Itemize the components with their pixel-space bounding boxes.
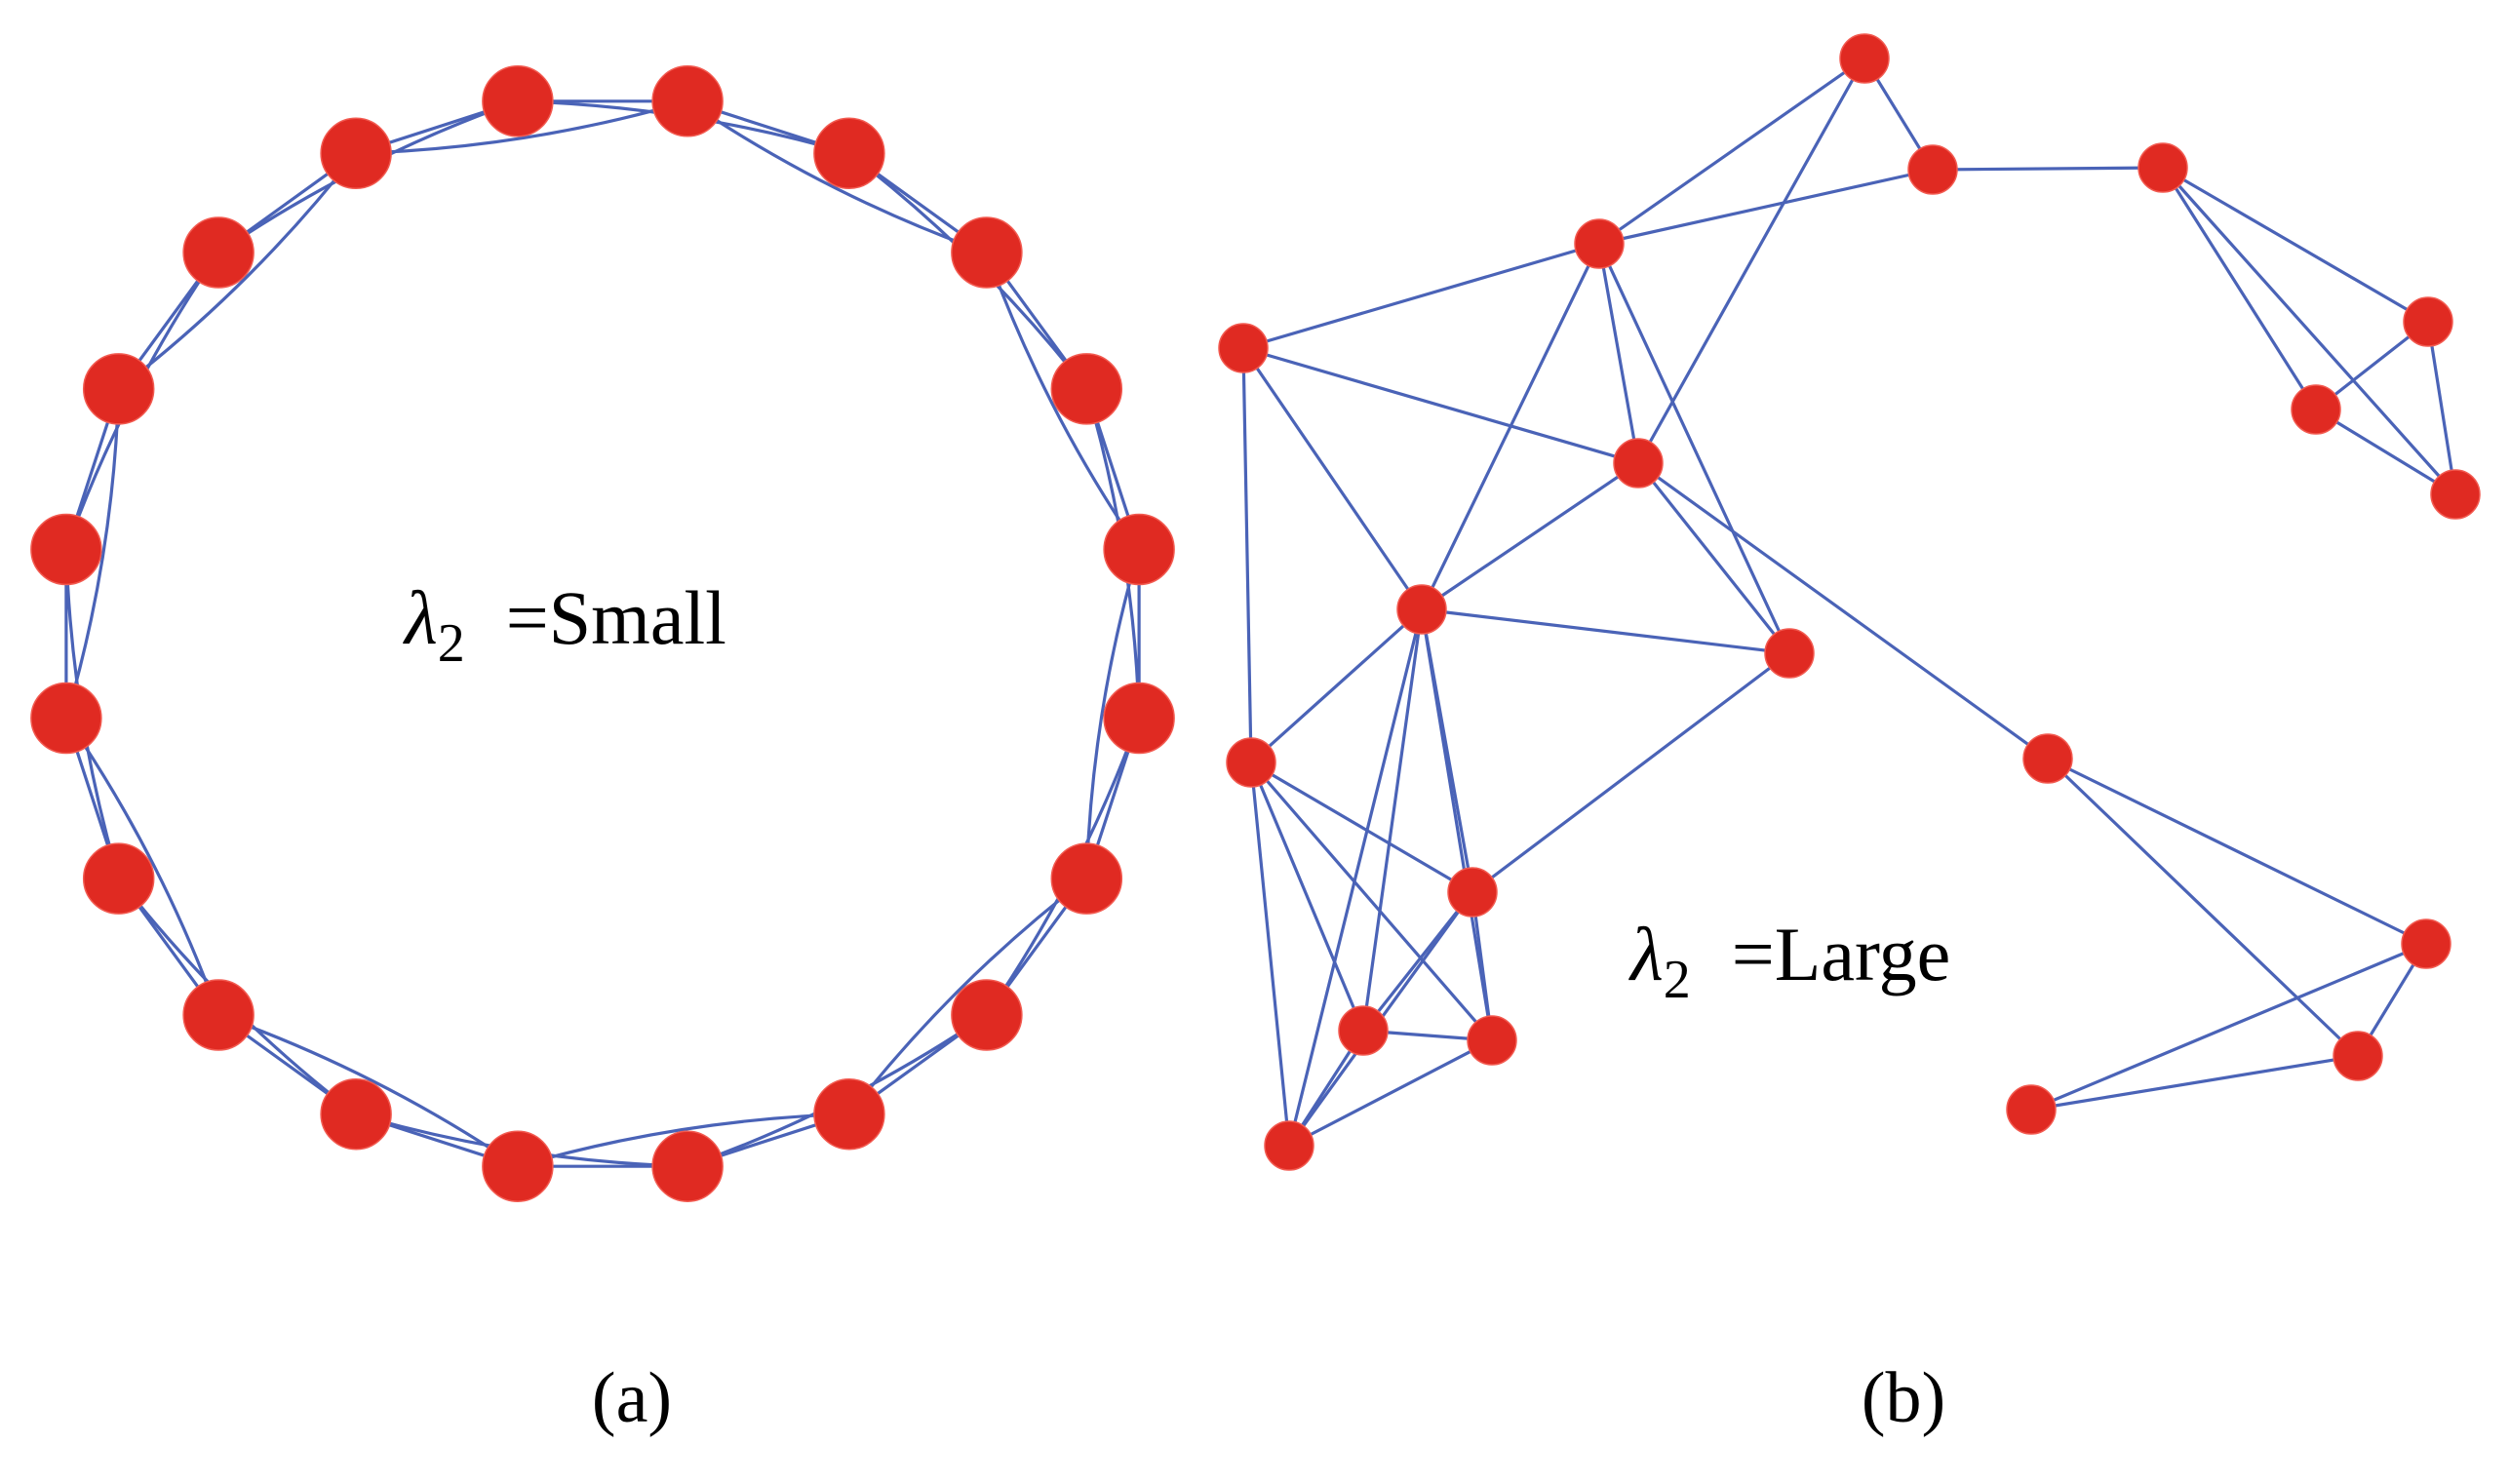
- panel-b-annotation-text: =Large: [1732, 912, 1950, 996]
- graph-edge: [2426, 320, 2457, 496]
- graph-edge: [1636, 461, 1791, 655]
- graph-edge: [1420, 607, 1791, 655]
- panel-b-nodes: [1218, 33, 2481, 1171]
- panel-a-lambda-subscript: 2: [438, 613, 465, 674]
- graph-edge: [2161, 166, 2430, 324]
- graph-node: [1338, 1005, 1389, 1056]
- graph-node: [1613, 438, 1664, 488]
- graph-edge: [1636, 57, 1866, 465]
- ring-node: [82, 842, 155, 915]
- ring-edge-second-neighbor: [216, 1013, 520, 1168]
- graph-edge: [1471, 651, 1791, 894]
- graph-edge: [1597, 242, 1791, 655]
- ring-node: [1050, 842, 1123, 915]
- ring-edge-second-neighbor: [117, 151, 358, 391]
- graph-edge: [1597, 57, 1866, 246]
- ring-edge-second-neighbor: [354, 99, 689, 155]
- ring-node: [813, 117, 885, 190]
- panel-b-random-graph: [1218, 33, 2481, 1171]
- graph-edge: [1287, 1038, 1494, 1148]
- graph-node: [1467, 1015, 1517, 1066]
- ring-edge-second-neighbor: [64, 716, 220, 1017]
- ring-node: [182, 216, 255, 289]
- ring-node: [651, 1130, 724, 1202]
- graph-edge: [2029, 942, 2428, 1112]
- ring-node: [320, 1077, 392, 1151]
- graph-node: [2291, 384, 2341, 435]
- ring-edge-second-neighbor: [985, 251, 1141, 552]
- graph-edge: [1597, 168, 1935, 246]
- graph-node: [2022, 733, 2073, 784]
- ring-edge-second-neighbor: [686, 99, 989, 254]
- ring-node: [82, 353, 155, 425]
- graph-edge: [1241, 242, 1601, 350]
- graph-node: [1218, 323, 1269, 373]
- panel-a-label: (a): [592, 1358, 672, 1438]
- graph-edge: [1287, 607, 1424, 1148]
- ring-node: [813, 1077, 885, 1151]
- graph-edge: [2161, 166, 2318, 411]
- ring-edge-second-neighbor: [516, 1113, 851, 1168]
- graph-edge: [1249, 761, 1474, 894]
- graph-edge: [2314, 408, 2457, 496]
- ring-node: [951, 216, 1023, 289]
- graph-node: [2137, 142, 2188, 193]
- ring-node: [1103, 513, 1175, 586]
- graph-edge: [1249, 607, 1424, 764]
- panel-b-lambda-subscript: 2: [1664, 950, 1691, 1010]
- graph-node: [2430, 469, 2481, 520]
- graph-edge: [1420, 607, 1474, 894]
- ring-node: [30, 513, 102, 586]
- panel-a-annotation: λ2 =Small: [403, 575, 726, 674]
- panel-b-lambda-symbol: λ: [1628, 912, 1664, 996]
- graph-edge: [1361, 607, 1424, 1033]
- ring-node: [651, 65, 724, 137]
- graph-edge: [1241, 346, 1424, 611]
- ring-node: [951, 979, 1023, 1051]
- graph-node: [1447, 867, 1498, 918]
- ring-node: [482, 65, 554, 137]
- graph-node: [1574, 218, 1625, 269]
- graph-edge: [2046, 757, 2360, 1058]
- panel-b-annotation: λ2 =Large: [1628, 912, 1950, 1010]
- graph-node: [2401, 918, 2451, 969]
- graph-edge: [1249, 761, 1365, 1033]
- ring-node: [320, 117, 392, 190]
- graph-edge: [1249, 761, 1291, 1148]
- graph-edge: [1597, 242, 1640, 465]
- graph-node: [2403, 296, 2453, 347]
- graph-node: [1839, 33, 1890, 84]
- graph-node: [2006, 1084, 2057, 1135]
- ring-node: [1050, 353, 1123, 425]
- graph-edge: [2046, 757, 2428, 946]
- graph-edge: [1241, 346, 1253, 764]
- ring-node: [1103, 682, 1175, 755]
- graph-edge: [2161, 166, 2457, 496]
- panel-a-annotation-text: =Small: [506, 575, 726, 660]
- panel-b-label: (b): [1862, 1358, 1945, 1438]
- ring-edge-second-neighbor: [1084, 547, 1141, 880]
- graph-node: [1764, 628, 1815, 679]
- graph-edge: [1931, 166, 2165, 172]
- graph-node: [1264, 1120, 1314, 1171]
- graph-edge: [1420, 461, 1640, 611]
- graph-node: [1907, 144, 1958, 195]
- panel-a-ring-graph: [30, 65, 1175, 1202]
- graph-edge: [2029, 1054, 2360, 1112]
- ring-node: [482, 1130, 554, 1202]
- ring-edge-second-neighbor: [847, 877, 1088, 1116]
- graph-node: [1226, 737, 1276, 788]
- graph-edge: [1636, 461, 2050, 761]
- panel-a-nodes: [30, 65, 1175, 1202]
- ring-node: [182, 979, 255, 1051]
- graph-node: [2333, 1031, 2383, 1081]
- ring-edge-second-neighbor: [64, 387, 121, 721]
- graph-edge: [1249, 761, 1494, 1042]
- ring-node: [30, 682, 102, 755]
- graph-node: [1396, 584, 1447, 635]
- graph-edge: [1241, 346, 1640, 465]
- panel-a-lambda-symbol: λ: [403, 575, 438, 660]
